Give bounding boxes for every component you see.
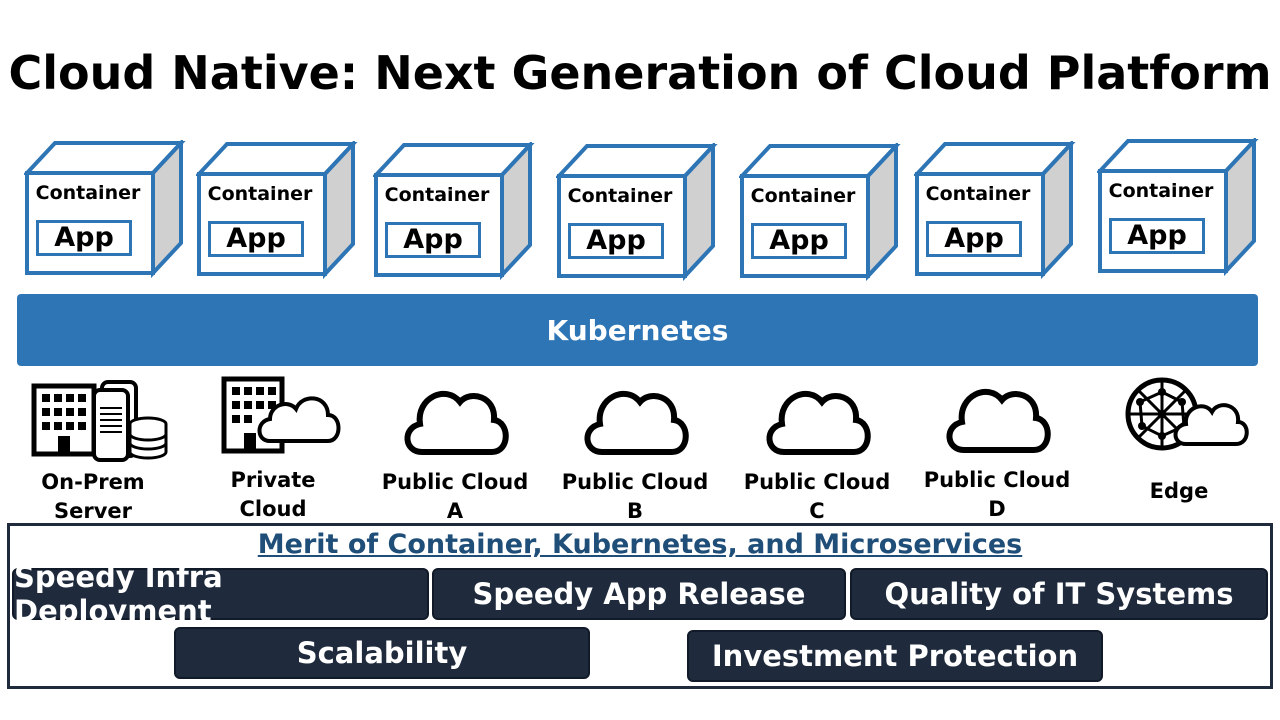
merit-item: Investment Protection <box>687 630 1103 682</box>
platform-label-line1: Public Cloud <box>923 468 1071 492</box>
cube-outline <box>373 142 535 281</box>
platform-label-line2: Server <box>53 499 132 523</box>
app-box: App <box>36 220 132 256</box>
container-label: Container <box>384 184 490 206</box>
platform-label-line1: On-Prem <box>41 470 145 494</box>
platform-label-line1: Public Cloud <box>381 470 529 494</box>
platform-label: Public Cloud A <box>370 468 540 526</box>
container-cube: Container App <box>1097 138 1267 278</box>
container-label: Container <box>925 183 1031 205</box>
cloud-icon <box>762 376 872 462</box>
platform-label: Public Cloud B <box>550 468 720 526</box>
app-box: App <box>385 222 481 258</box>
merit-item: Quality of IT Systems <box>850 568 1268 620</box>
container-label: Container <box>207 183 313 205</box>
platform-label-line1: Private <box>230 468 316 492</box>
merit-panel <box>7 523 1273 689</box>
app-box: App <box>208 221 304 257</box>
cube-outline <box>196 141 358 280</box>
platform-label-line1: Public Cloud <box>561 470 709 494</box>
platform-label: Private Cloud <box>188 466 358 524</box>
platform-label-line2: A <box>446 499 464 523</box>
merit-heading: Merit of Container, Kubernetes, and Micr… <box>257 529 1023 560</box>
platform-label-line2: C <box>809 499 825 523</box>
cube-outline <box>914 141 1076 280</box>
app-box: App <box>568 223 664 259</box>
on-prem-server-icon <box>30 378 170 466</box>
cloud-icon <box>580 376 690 462</box>
platform-label-line2: B <box>626 499 643 523</box>
private-cloud-icon <box>218 375 343 461</box>
container-label: Container <box>567 185 673 207</box>
app-box: App <box>1109 218 1205 254</box>
container-cube: Container App <box>373 142 543 282</box>
cloud-icon <box>942 374 1052 460</box>
container-label: Container <box>1108 180 1214 202</box>
merit-item: Speedy Infra Deployment <box>12 560 429 628</box>
platform-label: Public Cloud C <box>732 468 902 526</box>
container-label: Container <box>750 185 856 207</box>
page-title: Cloud Native: Next Generation of Cloud P… <box>8 46 1272 100</box>
platform-label: Edge <box>1094 477 1264 506</box>
cloud-icon <box>400 376 510 462</box>
container-cube: Container App <box>196 141 366 281</box>
app-box: App <box>926 221 1022 257</box>
platform-label-line1: Public Cloud <box>743 470 891 494</box>
platform-label: Public Cloud D <box>912 466 1082 524</box>
container-label: Container <box>35 182 141 204</box>
merit-item: Scalability <box>174 627 590 679</box>
platform-label: On-Prem Server <box>8 468 178 526</box>
container-cube: Container App <box>24 140 194 280</box>
platform-label-line1: Edge <box>1149 479 1209 503</box>
cube-outline <box>1097 138 1259 277</box>
platform-label-line2: D <box>988 497 1006 521</box>
edge-icon <box>1122 374 1250 462</box>
platform-label-line2: Cloud <box>239 497 307 521</box>
cube-outline <box>739 143 901 282</box>
container-cube: Container App <box>914 141 1084 281</box>
container-cube: Container App <box>739 143 909 283</box>
merit-item: Speedy App Release <box>432 568 846 620</box>
cube-outline <box>556 143 718 282</box>
container-cube: Container App <box>556 143 726 283</box>
app-box: App <box>751 223 847 259</box>
kubernetes-bar: Kubernetes <box>17 294 1258 366</box>
cube-outline <box>24 140 186 279</box>
